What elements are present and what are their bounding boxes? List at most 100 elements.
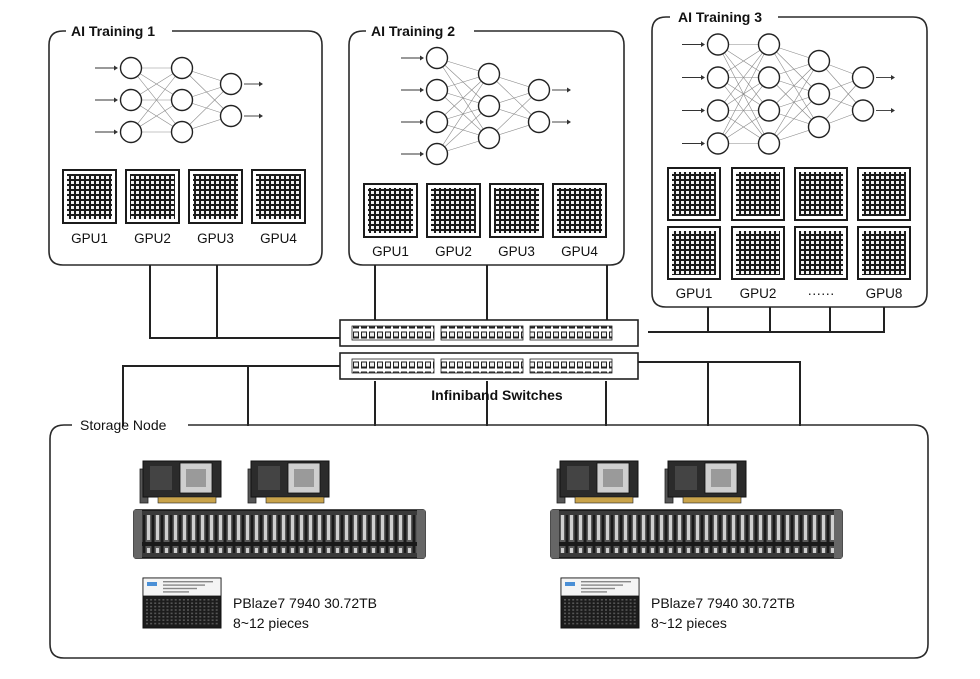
ssd-icon: [560, 577, 640, 629]
server-chassis-icon: [550, 509, 843, 559]
input-arrow-icon: [95, 97, 118, 103]
nn-node: [706, 66, 730, 89]
gpu-label: GPU4: [561, 244, 598, 259]
gpu-chip-icon: [857, 226, 911, 280]
cluster-title: AI Training 1: [71, 23, 155, 39]
nic-card-icon: [556, 460, 639, 504]
gpu-chip-icon: [667, 226, 721, 280]
nn-node: [477, 62, 501, 86]
nn-edge: [436, 73, 490, 155]
nn-node: [807, 49, 831, 73]
nn-edge: [768, 93, 820, 144]
gpu-label: GPU1: [372, 244, 409, 259]
output-arrow-icon: [876, 75, 895, 80]
nn-node: [706, 33, 730, 56]
nn-node: [706, 99, 730, 122]
cluster-title: AI Training 3: [678, 9, 762, 25]
nn-node: [851, 99, 875, 122]
nn-node: [807, 82, 831, 106]
input-arrow-icon: [95, 129, 118, 135]
gpu-chip-icon: [489, 183, 544, 238]
gpu-label: GPU3: [197, 231, 234, 246]
input-arrow-icon: [95, 65, 118, 71]
nn-node: [757, 99, 781, 122]
gpu-label: GPU1: [71, 231, 108, 246]
nn-node: [527, 110, 551, 134]
gpu-chip-icon: [731, 167, 785, 221]
nn-node: [170, 120, 194, 144]
output-arrow-icon: [876, 108, 895, 113]
gpu-chip-icon: [62, 169, 117, 224]
nn-node: [425, 78, 449, 102]
nn-edge: [717, 77, 770, 144]
nn-node: [477, 126, 501, 150]
switch-unit: [339, 319, 639, 347]
nn-node: [219, 104, 243, 128]
gpu-chip-icon: [794, 226, 848, 280]
gpu-chip-icon: [794, 167, 848, 221]
nn-edge: [768, 60, 820, 111]
output-arrow-icon: [244, 113, 263, 119]
nic-card-icon: [664, 460, 747, 504]
neural-network-icon: [95, 56, 263, 144]
nn-node: [851, 66, 875, 89]
gpu-label: GPU3: [498, 244, 535, 259]
nn-node: [425, 142, 449, 166]
gpu-label: ······: [808, 286, 835, 301]
ssd-model-label: PBlaze7 7940 30.72TB: [651, 595, 795, 611]
gpu-chip-icon: [363, 183, 418, 238]
gpu-chip-icon: [125, 169, 180, 224]
nn-node: [757, 33, 781, 56]
ssd-icon: [142, 577, 222, 629]
input-arrow-icon: [401, 55, 424, 61]
nn-edge: [717, 44, 770, 144]
nn-edge: [181, 83, 232, 133]
input-arrow-icon: [401, 87, 424, 93]
gpu-label: GPU2: [134, 231, 171, 246]
nn-node: [219, 72, 243, 96]
nn-node: [757, 132, 781, 155]
nic-card-icon: [139, 460, 222, 504]
input-arrow-icon: [401, 151, 424, 157]
nn-node: [170, 88, 194, 112]
nn-edge: [436, 73, 490, 123]
nn-node: [706, 132, 730, 155]
gpu-chip-icon: [188, 169, 243, 224]
gpu-chip-icon: [667, 167, 721, 221]
gpu-label: GPU8: [866, 286, 903, 301]
gpu-chip-icon: [552, 183, 607, 238]
switches-label: Infiniband Switches: [431, 387, 563, 403]
input-arrow-icon: [682, 75, 705, 80]
gpu-group: GPU1 GPU2 GPU3 GPU4: [363, 183, 607, 259]
gpu-chip-icon: [251, 169, 306, 224]
nn-node: [527, 78, 551, 102]
nn-edge: [717, 44, 770, 111]
nn-node: [119, 88, 143, 112]
nn-node: [807, 115, 831, 139]
storage-title: Storage Node: [80, 417, 167, 433]
gpu-label: GPU2: [740, 286, 777, 301]
input-arrow-icon: [401, 119, 424, 125]
infiniband-switches: Infiniband Switches: [339, 319, 639, 403]
output-arrow-icon: [552, 87, 571, 93]
nic-card-icon: [247, 460, 330, 504]
nn-node: [425, 46, 449, 70]
nn-node: [757, 66, 781, 89]
server-chassis-icon: [133, 509, 426, 559]
nn-node: [119, 56, 143, 80]
neural-network-icon: [401, 46, 571, 166]
nn-edge: [488, 89, 540, 139]
gpu-label: GPU2: [435, 244, 472, 259]
ssd-qty-label: 8~12 pieces: [651, 615, 727, 631]
gpu-chip-icon: [426, 183, 481, 238]
input-arrow-icon: [682, 141, 705, 146]
gpu-chip-icon: [857, 167, 911, 221]
